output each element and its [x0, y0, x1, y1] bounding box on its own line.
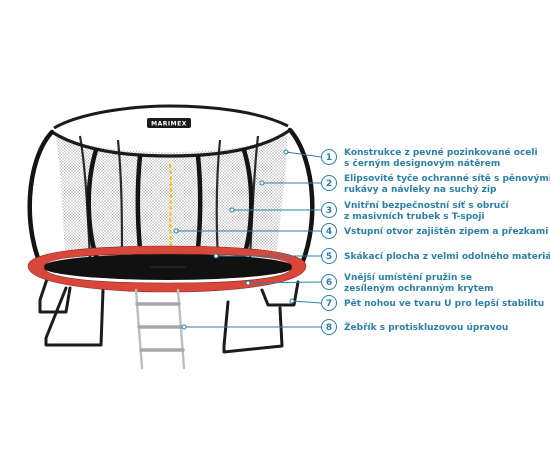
- callout-text: Žebřík s protiskluzovou úpravou: [344, 321, 508, 333]
- callout-number-badge: [321, 175, 337, 191]
- leader-dot: [289, 298, 295, 304]
- callout-number: 7: [326, 299, 332, 309]
- brand-label: MARIMEX: [151, 120, 187, 127]
- callout-4: 4 Vstupní otvor zajištěn zipem a přezkami: [173, 223, 548, 239]
- callout-text: Konstrukce z pevné pozinkované oceli: [344, 147, 538, 158]
- u-legs: [38, 274, 300, 354]
- leader-dot: [259, 180, 265, 186]
- callout-2: 2 Elipsovité tyče ochranné sítě s pěnovým…: [259, 173, 550, 195]
- leader-line: [285, 151, 322, 158]
- callout-number-badge: [321, 223, 337, 239]
- leader-dot: [283, 149, 289, 155]
- callout-text: Skákací plocha z velmi odolného materiál…: [344, 251, 550, 262]
- callout-number-badge: [321, 319, 337, 335]
- callout-number: 5: [326, 252, 332, 262]
- callout-text: rukávy a návleky na suchý zip: [344, 185, 497, 195]
- callout-number-badge: [321, 274, 337, 290]
- callout-text: Pět nohou ve tvaru U pro lepší stabilitu: [344, 298, 544, 309]
- spring-cover: [27, 245, 307, 293]
- leader-dot: [213, 253, 219, 259]
- callout-8: 8 Žebřík s protiskluzovou úpravou: [181, 319, 508, 335]
- leader-line: [247, 281, 322, 284]
- ladder: [134, 288, 186, 370]
- top-ring-back: [53, 104, 289, 130]
- leader-dot: [229, 207, 235, 213]
- callout-text: s černým designovým nátěrem: [344, 158, 500, 169]
- callout-number: 6: [326, 278, 332, 288]
- callout-text: Vstupní otvor zajištěn zipem a přezkami: [344, 226, 548, 237]
- callout-number-badge: [321, 295, 337, 311]
- callout-text: Vnější umístění pružin se: [344, 272, 472, 283]
- leader-dot: [245, 280, 251, 286]
- callout-number: 3: [326, 206, 332, 216]
- leader-dot: [173, 228, 179, 234]
- callout-number: 2: [326, 179, 332, 189]
- callout-7: 7 Pět nohou ve tvaru U pro lepší stabilit…: [289, 295, 544, 311]
- brand-tag: [147, 118, 191, 128]
- callout-text: Elipsovité tyče ochranné sítě s pěnovými: [344, 173, 550, 184]
- callout-text: zesíleným ochranným krytem: [344, 284, 493, 294]
- callout-number-badge: [321, 248, 337, 264]
- callout-number: 4: [326, 227, 332, 237]
- callout-text: z masivních trubek s T-spoji: [344, 212, 485, 222]
- callout-text: Vnitřní bezpečnostní síť s obručí: [344, 200, 510, 211]
- callout-number: 1: [326, 153, 332, 163]
- leader-line: [291, 300, 322, 304]
- trampoline-illustration: MARIMEX: [27, 104, 315, 370]
- callout-5: 5 Skákací plocha z velmi odolného materiá…: [213, 248, 550, 264]
- callout-number: 8: [326, 323, 332, 333]
- leader-dot: [181, 324, 187, 330]
- callout-number-badge: [321, 202, 337, 218]
- top-ring-front: [51, 128, 291, 158]
- callout-number-badge: [321, 149, 337, 165]
